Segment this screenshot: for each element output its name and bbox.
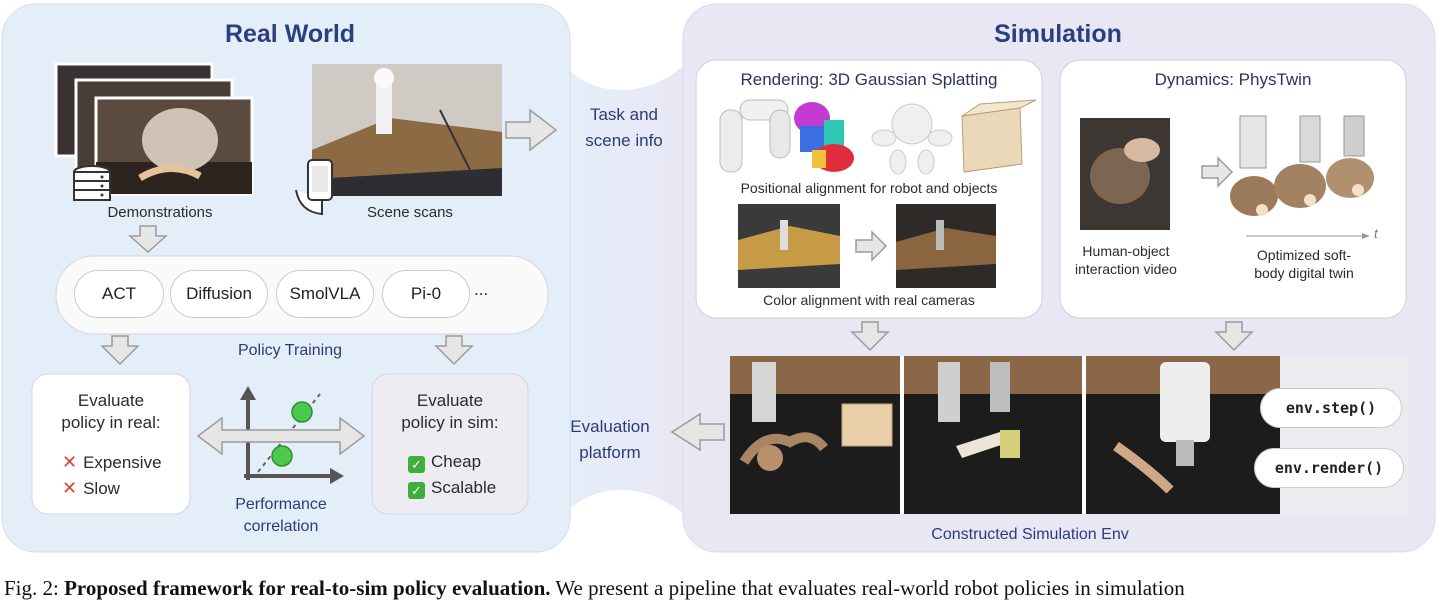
cross-icon: ✕ (62, 452, 78, 472)
caption-bold: Proposed framework for real-to-sim polic… (64, 576, 551, 600)
eval-platform-line1: Evaluation (570, 417, 650, 436)
human-object-line1: Human-object (1082, 243, 1170, 259)
arrow-left-eval-platform (670, 412, 725, 452)
eval-sim-pro-scalable: ✓ Scalable (408, 478, 496, 499)
pro-scalable-label: Scalable (431, 478, 497, 497)
policy-act: ACT (74, 270, 164, 318)
demonstrations-label: Demonstrations (107, 204, 213, 221)
cross-icon: ✕ (62, 478, 78, 498)
eval-sim-pro-cheap: ✓ Cheap (408, 452, 481, 473)
perf-corr-line1: Performance (235, 496, 327, 513)
database-icon (73, 165, 111, 201)
color-alignment-label: Color alignment with real cameras (763, 292, 975, 308)
human-object-line2: interaction video (1075, 261, 1177, 277)
eval-real-box (31, 373, 191, 515)
gaussian-splat-plush (871, 103, 953, 175)
gaussian-splat-robot (719, 99, 791, 173)
arrow-down-rendering (850, 321, 890, 352)
eval-platform-line2: platform (579, 443, 641, 462)
arrow-down-eval-real (100, 335, 140, 366)
color-align-before (738, 204, 840, 288)
eval-real-line2: policy in real: (61, 413, 161, 432)
arrow-double-correlation (196, 416, 366, 456)
eval-real-con-slow: ✕ Slow (62, 478, 120, 499)
check-icon: ✓ (408, 456, 425, 473)
caption-prefix: Fig. 2: (4, 576, 65, 600)
perf-corr-line2: correlation (243, 518, 319, 535)
optimized-twin-line1: Optimized soft- (1256, 247, 1352, 263)
digital-twin-render (1230, 115, 1374, 216)
eval-sim-line1: Evaluate (416, 391, 484, 410)
pro-cheap-label: Cheap (431, 452, 482, 471)
dynamics-title: Dynamics: PhysTwin (1154, 70, 1312, 89)
demonstrations-photos (54, 62, 254, 196)
figure-caption: Fig. 2: Proposed framework for real-to-s… (4, 576, 1185, 601)
con-slow-label: Slow (83, 479, 120, 498)
arrow-right-color-align (855, 230, 888, 262)
human-object-label: Human-object interaction video (1068, 242, 1184, 278)
eval-real-con-expensive: ✕ Expensive (62, 452, 162, 473)
human-object-video (1080, 118, 1170, 230)
optimized-twin-line2: body digital twin (1254, 265, 1354, 281)
arrow-right-task-scene (505, 108, 558, 152)
env-render-pill: env.render() (1254, 448, 1404, 488)
gaussian-splat-segmented (794, 102, 854, 172)
evaluation-platform-label: Evaluation platform (548, 414, 672, 466)
correlation-dot-upper (291, 401, 313, 423)
real-world-title: Real World (224, 20, 356, 48)
simulation-title: Simulation (994, 20, 1122, 48)
eval-sim-heading: Evaluate policy in sim: (372, 390, 528, 434)
arrow-down-eval-sim (434, 335, 474, 366)
env-step-pill: env.step() (1260, 388, 1402, 428)
optimized-twin-label: Optimized soft- body digital twin (1240, 246, 1368, 282)
time-axis-label: t (1374, 226, 1378, 241)
check-icon: ✓ (408, 482, 425, 499)
con-expensive-label: Expensive (83, 453, 162, 472)
color-align-after (896, 204, 996, 288)
performance-correlation-label: Performance correlation (206, 494, 356, 538)
policy-more: ... (474, 280, 489, 299)
sim-env-frame-3 (1113, 362, 1210, 494)
policy-training-label: Policy Training (237, 342, 343, 359)
eval-real-heading: Evaluate policy in real: (32, 390, 190, 434)
scene-scans-photo (312, 64, 502, 196)
policy-smolvla: SmolVLA (276, 270, 374, 318)
arrow-down-dynamics (1214, 321, 1254, 352)
time-axis (1246, 233, 1370, 239)
eval-real-line1: Evaluate (77, 391, 145, 410)
task-scene-line2: scene info (585, 131, 663, 150)
positional-alignment-label: Positional alignment for robot and objec… (740, 180, 998, 196)
policy-diffusion: Diffusion (170, 270, 268, 318)
eval-sim-line2: policy in sim: (401, 413, 499, 432)
policy-pi0: Pi-0 (382, 270, 470, 318)
arrow-right-dynamics (1201, 156, 1234, 188)
constructed-sim-env-label: Constructed Simulation Env (931, 526, 1129, 543)
correlation-dot-lower (271, 445, 293, 467)
caption-rest: We present a pipeline that evaluates rea… (550, 576, 1185, 600)
rendering-title: Rendering: 3D Gaussian Splatting (740, 70, 998, 89)
sim-env-api-panel (1280, 356, 1408, 514)
task-scene-line1: Task and (589, 105, 659, 124)
eval-sim-box (371, 373, 529, 515)
bridge-shape (560, 60, 690, 520)
sim-env-frame-1 (739, 362, 893, 471)
scene-scans-label: Scene scans (367, 204, 453, 221)
arrow-down-demonstrations (128, 225, 168, 254)
sim-env-frame-2 (938, 362, 1020, 458)
hand-phone-icon (295, 159, 333, 216)
task-scene-info-label: Task and scene info (562, 102, 686, 154)
gaussian-splat-box (961, 99, 1037, 173)
